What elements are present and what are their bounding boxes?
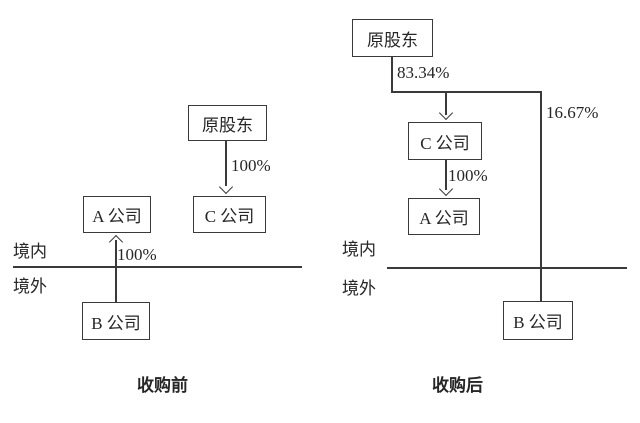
before-region-outside-label: 境外 <box>13 277 47 296</box>
before-b-to-a-percent: 100% <box>117 245 157 264</box>
before-region-inside-label: 境内 <box>13 242 47 261</box>
before-connector-b-to-a <box>115 240 117 303</box>
after-border-divider-line <box>387 267 627 269</box>
before-shareholder-to-c-percent: 100% <box>231 156 271 175</box>
after-company-a-box: A 公司 <box>408 198 480 235</box>
arrowhead-down-icon <box>218 179 234 195</box>
after-region-outside-label: 境外 <box>342 279 376 298</box>
after-connector-branch-to-c <box>445 91 447 115</box>
arrowhead-down-icon <box>438 105 454 121</box>
before-connector-shareholder-to-c <box>225 141 227 186</box>
before-company-a-box: A 公司 <box>83 196 151 233</box>
after-caption: 收购后 <box>432 376 483 395</box>
after-connector-shareholder-stem <box>391 57 393 92</box>
before-caption: 收购前 <box>137 376 188 395</box>
after-company-b-box: B 公司 <box>503 301 573 340</box>
after-company-c-box: C 公司 <box>408 122 482 160</box>
after-connector-branch <box>391 91 541 93</box>
before-original-shareholder-box: 原股东 <box>188 105 267 141</box>
after-original-shareholder-box: 原股东 <box>352 19 433 57</box>
before-company-c-box: C 公司 <box>193 196 266 233</box>
before-border-divider-line <box>13 266 302 268</box>
after-shareholder-to-b-percent: 16.67% <box>546 103 599 122</box>
after-c-to-a-percent: 100% <box>448 166 488 185</box>
after-shareholder-to-c-percent: 83.34% <box>397 63 450 82</box>
before-company-b-box: B 公司 <box>82 302 150 340</box>
after-connector-c-to-a <box>445 160 447 190</box>
after-region-inside-label: 境内 <box>342 240 376 259</box>
after-connector-branch-to-b <box>540 91 542 301</box>
